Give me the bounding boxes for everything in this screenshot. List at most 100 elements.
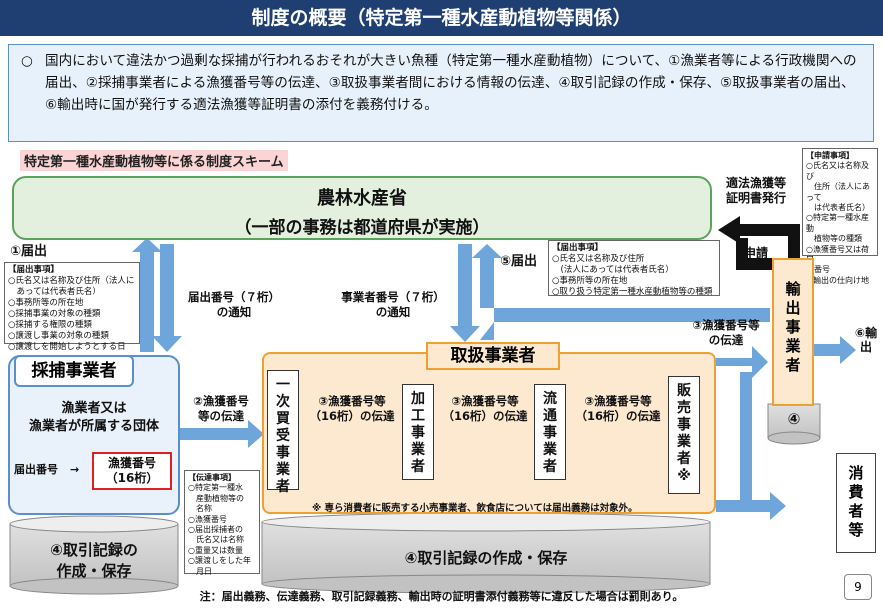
catch-number-line1: 漁獲番号 bbox=[107, 456, 156, 470]
handler-box bbox=[262, 352, 716, 514]
transfer3-export-line2: の伝達 bbox=[708, 333, 744, 347]
application-item: 住所（法人にあって bbox=[806, 182, 870, 202]
transfer-item: 月日 bbox=[188, 566, 212, 576]
intro-bullet: ○ bbox=[21, 53, 33, 69]
transfer-item: 産動植物等の bbox=[188, 493, 244, 503]
application-item: ○輸出の仕向け地 等 bbox=[806, 275, 877, 295]
catch-number-box: 漁獲番号 （16桁） bbox=[92, 452, 172, 490]
notification5-item: ○取り扱う特定第一種水産動植物等の種類 bbox=[552, 287, 713, 297]
notification1-item: ○採捕する権限の種類 bbox=[8, 320, 92, 330]
transfer3-label-2: ③漁獲番号等 （16桁）の伝達 bbox=[434, 394, 536, 424]
handler-processor: 加工事業者 bbox=[402, 384, 434, 480]
catch-number-notice-line1: 届出番号（７桁） bbox=[188, 290, 280, 304]
transfer3-export-line1: ③漁獲番号等 bbox=[692, 318, 760, 332]
transfer-items: 【伝達事項】 ○特定第一種水 産動植物等の 名称 ○漁獲番号 ○届出採捕者の 氏… bbox=[184, 470, 260, 576]
ministry-box: 農林水産省 （一部の事務は都道府県が実施） bbox=[12, 176, 712, 240]
handler-note: ※ 専ら消費者に販売する小売事業者、飲食店については届出義務は対象外。 bbox=[312, 503, 638, 514]
export-label: ⑥輸出 bbox=[854, 326, 878, 354]
application-item: は代表者氏名） bbox=[806, 203, 870, 213]
transfer3-export-label: ③漁獲番号等 の伝達 bbox=[676, 318, 776, 348]
transfer2-label: ②漁獲番号 等の伝達 bbox=[180, 394, 262, 424]
notification1-item: ○事務所等の所在地 bbox=[8, 298, 84, 308]
operator-number-notice-arrow bbox=[450, 244, 480, 342]
application-header: 【申請事項】 bbox=[806, 151, 854, 160]
page-title: 制度の概要（特定第一種水産動植物等関係） bbox=[0, 0, 883, 36]
catch-number-line2: （16桁） bbox=[105, 471, 159, 485]
consumer-box: 消費者等 bbox=[836, 453, 876, 553]
transfer3-line2: （16桁）の伝達 bbox=[442, 409, 528, 423]
catch-number-notice-arrow bbox=[152, 244, 182, 352]
record-right: ④取引記録の作成・保存 bbox=[404, 549, 568, 567]
ministry-name: 農林水産省 bbox=[317, 188, 407, 209]
application-items: 【申請事項】 ○氏名又は名称及び 住所（法人にあって は代表者氏名） ○特定第一… bbox=[802, 148, 878, 295]
transfer-item: ○重量又は数量 bbox=[188, 545, 243, 555]
transfer-header: 【伝達事項】 bbox=[188, 473, 236, 482]
certificate-arrow bbox=[718, 216, 800, 244]
exporter-record: ④ bbox=[787, 410, 801, 428]
application-label: 申請 bbox=[744, 246, 769, 260]
notification5-item: ○氏名又は名称及び住所 bbox=[552, 254, 645, 264]
application-arrow bbox=[736, 238, 772, 270]
exporter-text: 輸出事業者 bbox=[785, 280, 801, 374]
record-left-line1: ④取引記録の bbox=[50, 541, 138, 559]
transfer2-line1: ②漁獲番号 bbox=[193, 394, 249, 408]
record-cylinder-right bbox=[261, 512, 711, 594]
operator-number-notice: 事業者番号（７桁） の通知 bbox=[330, 290, 456, 320]
application-item: ○氏名又は名称及び bbox=[806, 161, 869, 181]
transfer-item: 名称 bbox=[188, 504, 212, 514]
exporter-box: 輸出事業者 bbox=[772, 258, 814, 406]
handler-distributor: 流通事業者 bbox=[534, 384, 566, 480]
notification5-item: ○事務所等の所在地 bbox=[552, 276, 628, 286]
operator-number-notice-line1: 事業者番号（７桁） bbox=[341, 290, 445, 304]
notification5-header: 【届出事項】 bbox=[552, 243, 604, 253]
record-cylinder-left bbox=[9, 515, 179, 595]
transfer3-export-arrow bbox=[716, 346, 768, 378]
notification1-item: ○氏名又は名称及び住所（法人に bbox=[8, 276, 135, 286]
transfer3-line2: （16桁）の伝達 bbox=[575, 409, 661, 423]
application-item: 植物等の種類 bbox=[806, 234, 862, 244]
transfer-item: ○届出採捕者の bbox=[188, 525, 243, 535]
handler-retailer: 販売事業者※ bbox=[668, 376, 700, 494]
consumer-text: 消費者等 bbox=[848, 464, 864, 539]
notification5-label: ⑤届出 bbox=[500, 254, 538, 269]
notification1-item: ○譲渡し事業の対象の種類 bbox=[8, 331, 109, 341]
notification5-item: (法人にあっては代表者氏名） bbox=[552, 265, 674, 275]
harvester-notif-no: 届出番号 bbox=[14, 463, 58, 476]
export-arrow bbox=[814, 336, 856, 364]
ministry-note: （一部の事務は都道府県が実施） bbox=[234, 218, 490, 238]
transfer2-line2: 等の伝達 bbox=[198, 409, 244, 423]
notification1-item: ○譲渡しを開始しようとする日 bbox=[8, 342, 126, 352]
handler-title: 取扱事業者 bbox=[426, 342, 560, 370]
certificate-line1: 適法漁獲等 bbox=[725, 176, 786, 190]
notification1-header: 【届出事項】 bbox=[8, 265, 60, 275]
application-item: ○特定第一種水産動 bbox=[806, 213, 869, 233]
harvester-desc: 漁業者又は 漁業者が所属する団体 bbox=[10, 400, 178, 436]
transfer3-line1: ③漁獲番号等 bbox=[584, 394, 652, 408]
notification1-label: ①届出 bbox=[10, 244, 48, 259]
handler-distributor-text: 流通事業者 bbox=[543, 391, 557, 475]
handler-first-buyer: 一次買受事業者 bbox=[267, 370, 299, 495]
footer-note: 注：届出義務、伝達義務、取引記録義務、輸出時の証明書添付義務等に違反した場合は罰… bbox=[199, 590, 684, 603]
harvester-desc2: 漁業者が所属する団体 bbox=[28, 419, 159, 434]
intro-box: ○ 国内において違法かつ過剰な採捕が行われるおそれが大きい魚種（特定第一種水産動… bbox=[8, 44, 874, 142]
transfer3-line2: （16桁）の伝達 bbox=[309, 409, 395, 423]
certificate-label: 適法漁獲等 証明書発行 bbox=[716, 176, 796, 206]
scheme-label: 特定第一種水産動植物等に係る制度スキーム bbox=[20, 150, 288, 171]
harvester-arrow-glyph: → bbox=[70, 463, 80, 476]
handler-first-buyer-text: 一次買受事業者 bbox=[276, 377, 290, 495]
transfer-item: ○譲渡しをした年 bbox=[188, 556, 251, 566]
record-left: ④取引記録の 作成・保存 bbox=[12, 540, 176, 582]
certificate-line2: 証明書発行 bbox=[725, 191, 786, 205]
transfer3-line1: ③漁獲番号等 bbox=[318, 394, 386, 408]
notification1-item: あっては代表者氏名） bbox=[8, 287, 101, 297]
application-item: ○漁獲番号又は荷口 bbox=[806, 244, 869, 264]
harvester-desc1: 漁業者又は bbox=[61, 401, 127, 416]
handler-retailer-text: 販売事業者※ bbox=[677, 383, 691, 484]
catch-number-notice-line2: の通知 bbox=[216, 305, 252, 319]
transfer3-line1: ③漁獲番号等 bbox=[451, 394, 519, 408]
harvester-title: 採捕事業者 bbox=[14, 355, 134, 387]
transfer-item: ○漁獲番号 bbox=[188, 514, 227, 524]
transfer-item: 氏名又は名称 bbox=[188, 535, 244, 545]
notification1-arrow bbox=[132, 238, 162, 352]
